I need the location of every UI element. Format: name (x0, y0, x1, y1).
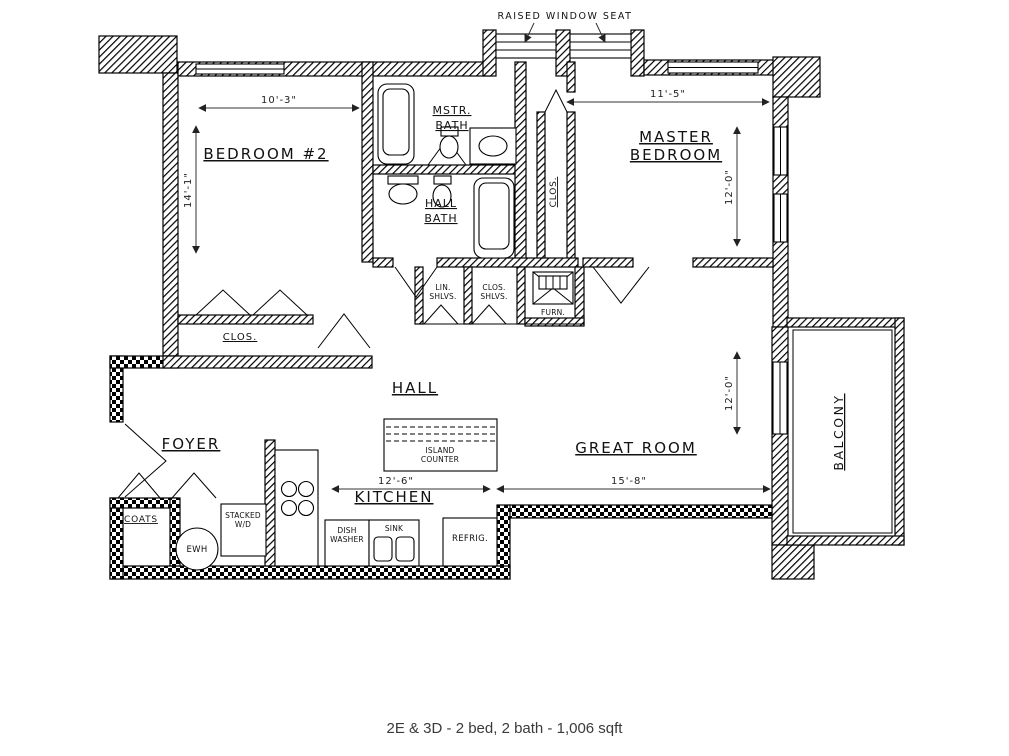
closet-shelves-label-1: CLOS. (482, 283, 505, 292)
toilet-hall-bath (432, 175, 452, 208)
linen-shelves-label-2: SHLVS. (429, 292, 456, 301)
kitchen-label: KITCHEN (355, 488, 434, 506)
hall-label: HALL (392, 379, 438, 397)
dishwasher-label-1: DISH (337, 526, 356, 535)
raised-window-seat-label: RAISED WINDOW SEAT (498, 11, 633, 22)
linen-shelves-label-1: LIN. (435, 283, 450, 292)
bedroom2-closet-label: CLOS. (223, 332, 258, 343)
island-counter-label-1: ISLAND (425, 446, 454, 455)
room-labels: BEDROOM #2 MSTR. BATH MASTER BEDROOM HAL… (124, 104, 846, 525)
coats-label: COATS (124, 515, 158, 525)
plan-caption: 2E & 3D - 2 bed, 2 bath - 1,006 sqft (386, 720, 623, 737)
toilet-master (439, 126, 459, 159)
washer-dryer: STACKED W/D (220, 503, 267, 557)
hall-bath-label-2: BATH (424, 212, 457, 225)
master-bath-label-2: BATH (435, 119, 468, 132)
island-counter-label-2: COUNTER (421, 455, 459, 464)
kitchen-sink-label: SINK (385, 524, 404, 533)
interior-walls (109, 61, 774, 567)
dishwasher: DISH WASHER (324, 519, 370, 567)
master-bedroom-label-2: BEDROOM (630, 146, 722, 164)
dimension-lines: 10'-3" 14'-1" 11'-5" 12'-0" 12'-0" 12'-6… (183, 89, 771, 493)
furnace (532, 271, 574, 305)
water-heater: EWH (175, 527, 219, 571)
bathtub-hall (473, 177, 515, 259)
master-closet-label: CLOS. (549, 177, 559, 208)
bathtub-master (377, 83, 415, 165)
washer-dryer-label-2: W/D (235, 520, 251, 529)
dim-bedroom2-height: 14'-1" (183, 172, 194, 208)
door-swings (117, 88, 650, 499)
refrigerator-label: REFRIG. (452, 534, 488, 544)
kitchen-sink: SINK (368, 519, 420, 567)
sink-hall-bath (387, 175, 419, 205)
bedroom2-label: BEDROOM #2 (203, 145, 328, 163)
floor-plan-drawing: ISLAND COUNTER DISH WASHER SINK REFRIG. … (98, 11, 905, 580)
washer-dryer-label-1: STACKED (225, 511, 261, 520)
furnace-label: FURN. (541, 308, 565, 317)
stove-burners (280, 480, 315, 517)
hall-bath-label-1: HALL (425, 197, 457, 210)
great-room-label: GREAT ROOM (575, 439, 697, 457)
closet-shelves-label-2: SHLVS. (480, 292, 507, 301)
dishwasher-label-2: WASHER (330, 535, 364, 544)
dim-master-width: 11'-5" (650, 89, 686, 100)
dim-great-room-height: 12'-0" (724, 375, 735, 411)
master-bath-label-1: MSTR. (433, 104, 472, 117)
dim-master-height: 12'-0" (724, 169, 735, 205)
foyer-label: FOYER (162, 435, 221, 453)
balcony-walls (786, 317, 905, 546)
raised-window-seat-annotation: RAISED WINDOW SEAT (498, 11, 633, 43)
master-bedroom-label-1: MASTER (639, 128, 713, 146)
island-counter: ISLAND COUNTER (383, 418, 498, 472)
dim-kitchen-width: 12'-6" (378, 476, 414, 487)
sink-master (469, 127, 517, 165)
dim-great-room-width: 15'-8" (611, 476, 647, 487)
balcony-label: BALCONY (831, 393, 846, 470)
dim-bedroom2-width: 10'-3" (261, 95, 297, 106)
refrigerator: REFRIG. (442, 517, 498, 567)
water-heater-label: EWH (186, 545, 207, 555)
